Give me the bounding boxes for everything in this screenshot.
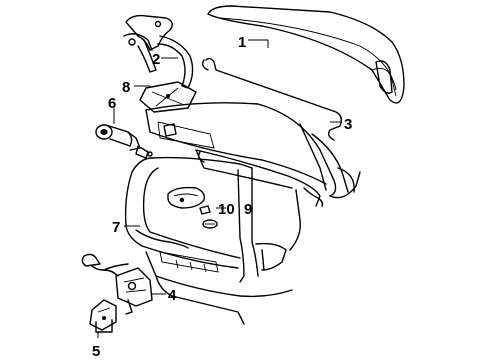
trunk-lid-part (207, 5, 405, 104)
weatherstrip-part (135, 151, 324, 249)
callout-5: 5 (92, 343, 100, 360)
callout-9: 9 (244, 201, 252, 218)
callout-6: 6 (108, 95, 116, 112)
torsion-rod-part (201, 57, 343, 141)
callout-7: 7 (112, 219, 120, 236)
callout-4: 4 (168, 287, 177, 304)
hinge-part (123, 14, 194, 89)
trunk-light-part (167, 186, 218, 229)
callout-1: 1 (238, 34, 246, 51)
callout-2: 2 (152, 51, 160, 68)
lock-cylinder-part (95, 124, 153, 159)
callout-8: 8 (122, 79, 130, 96)
callout-10: 10 (218, 201, 235, 218)
leader-lines (97, 39, 342, 338)
car-body-outline (124, 102, 361, 325)
striker-part (89, 299, 117, 333)
callout-3: 3 (344, 116, 352, 133)
license-bracket-part (139, 81, 197, 113)
latch-part (81, 253, 153, 315)
